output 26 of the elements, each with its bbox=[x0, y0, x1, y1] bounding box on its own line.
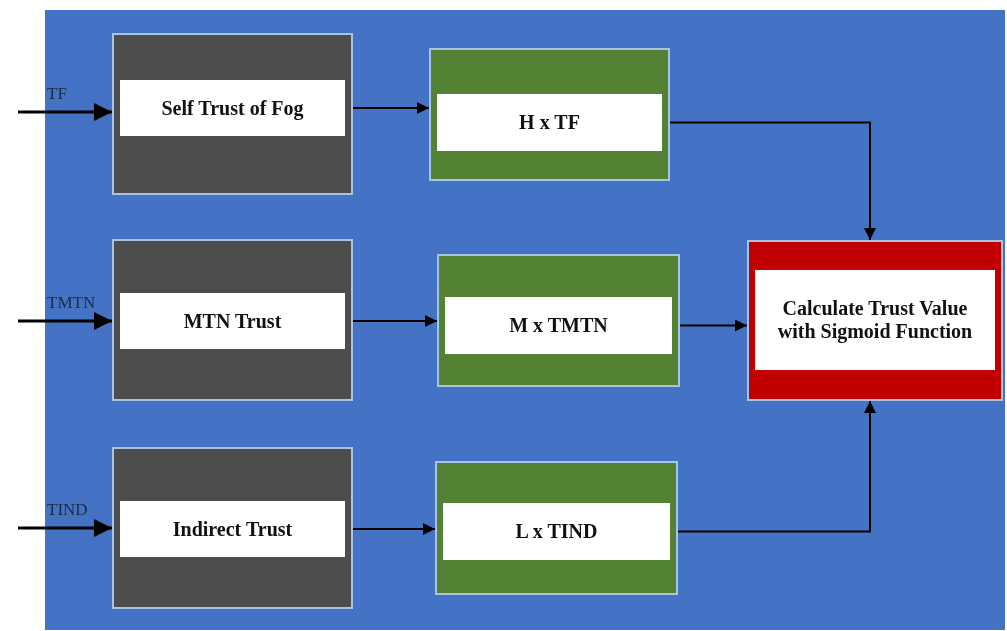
arrow bbox=[677, 400, 876, 533]
edge-label: TF bbox=[47, 85, 67, 102]
result-box bbox=[747, 240, 1003, 401]
node-label: MTN Trust bbox=[120, 293, 345, 349]
node-label: Indirect Trust bbox=[120, 501, 345, 557]
node-label: L x TIND bbox=[443, 503, 670, 560]
weight-box bbox=[437, 254, 680, 387]
arrow bbox=[352, 102, 430, 114]
node-label: Self Trust of Fog bbox=[120, 80, 345, 136]
node-label: M x TMTN bbox=[445, 297, 672, 354]
weight-box bbox=[429, 48, 670, 181]
arrow bbox=[669, 121, 876, 241]
trust-source-box bbox=[112, 33, 353, 195]
trust-source-box bbox=[112, 239, 353, 401]
node-label: H x TF bbox=[437, 94, 662, 151]
edge-label: TIND bbox=[47, 501, 88, 518]
arrow bbox=[352, 523, 436, 535]
node-label: Calculate Trust Value with Sigmoid Function bbox=[755, 270, 995, 370]
arrow bbox=[18, 519, 112, 537]
arrow bbox=[679, 319, 748, 332]
edge-label: TMTN bbox=[47, 294, 96, 311]
weight-box bbox=[435, 461, 678, 595]
arrow bbox=[18, 103, 112, 121]
arrow bbox=[18, 312, 112, 330]
trust-source-box bbox=[112, 447, 353, 609]
arrow bbox=[352, 315, 438, 327]
